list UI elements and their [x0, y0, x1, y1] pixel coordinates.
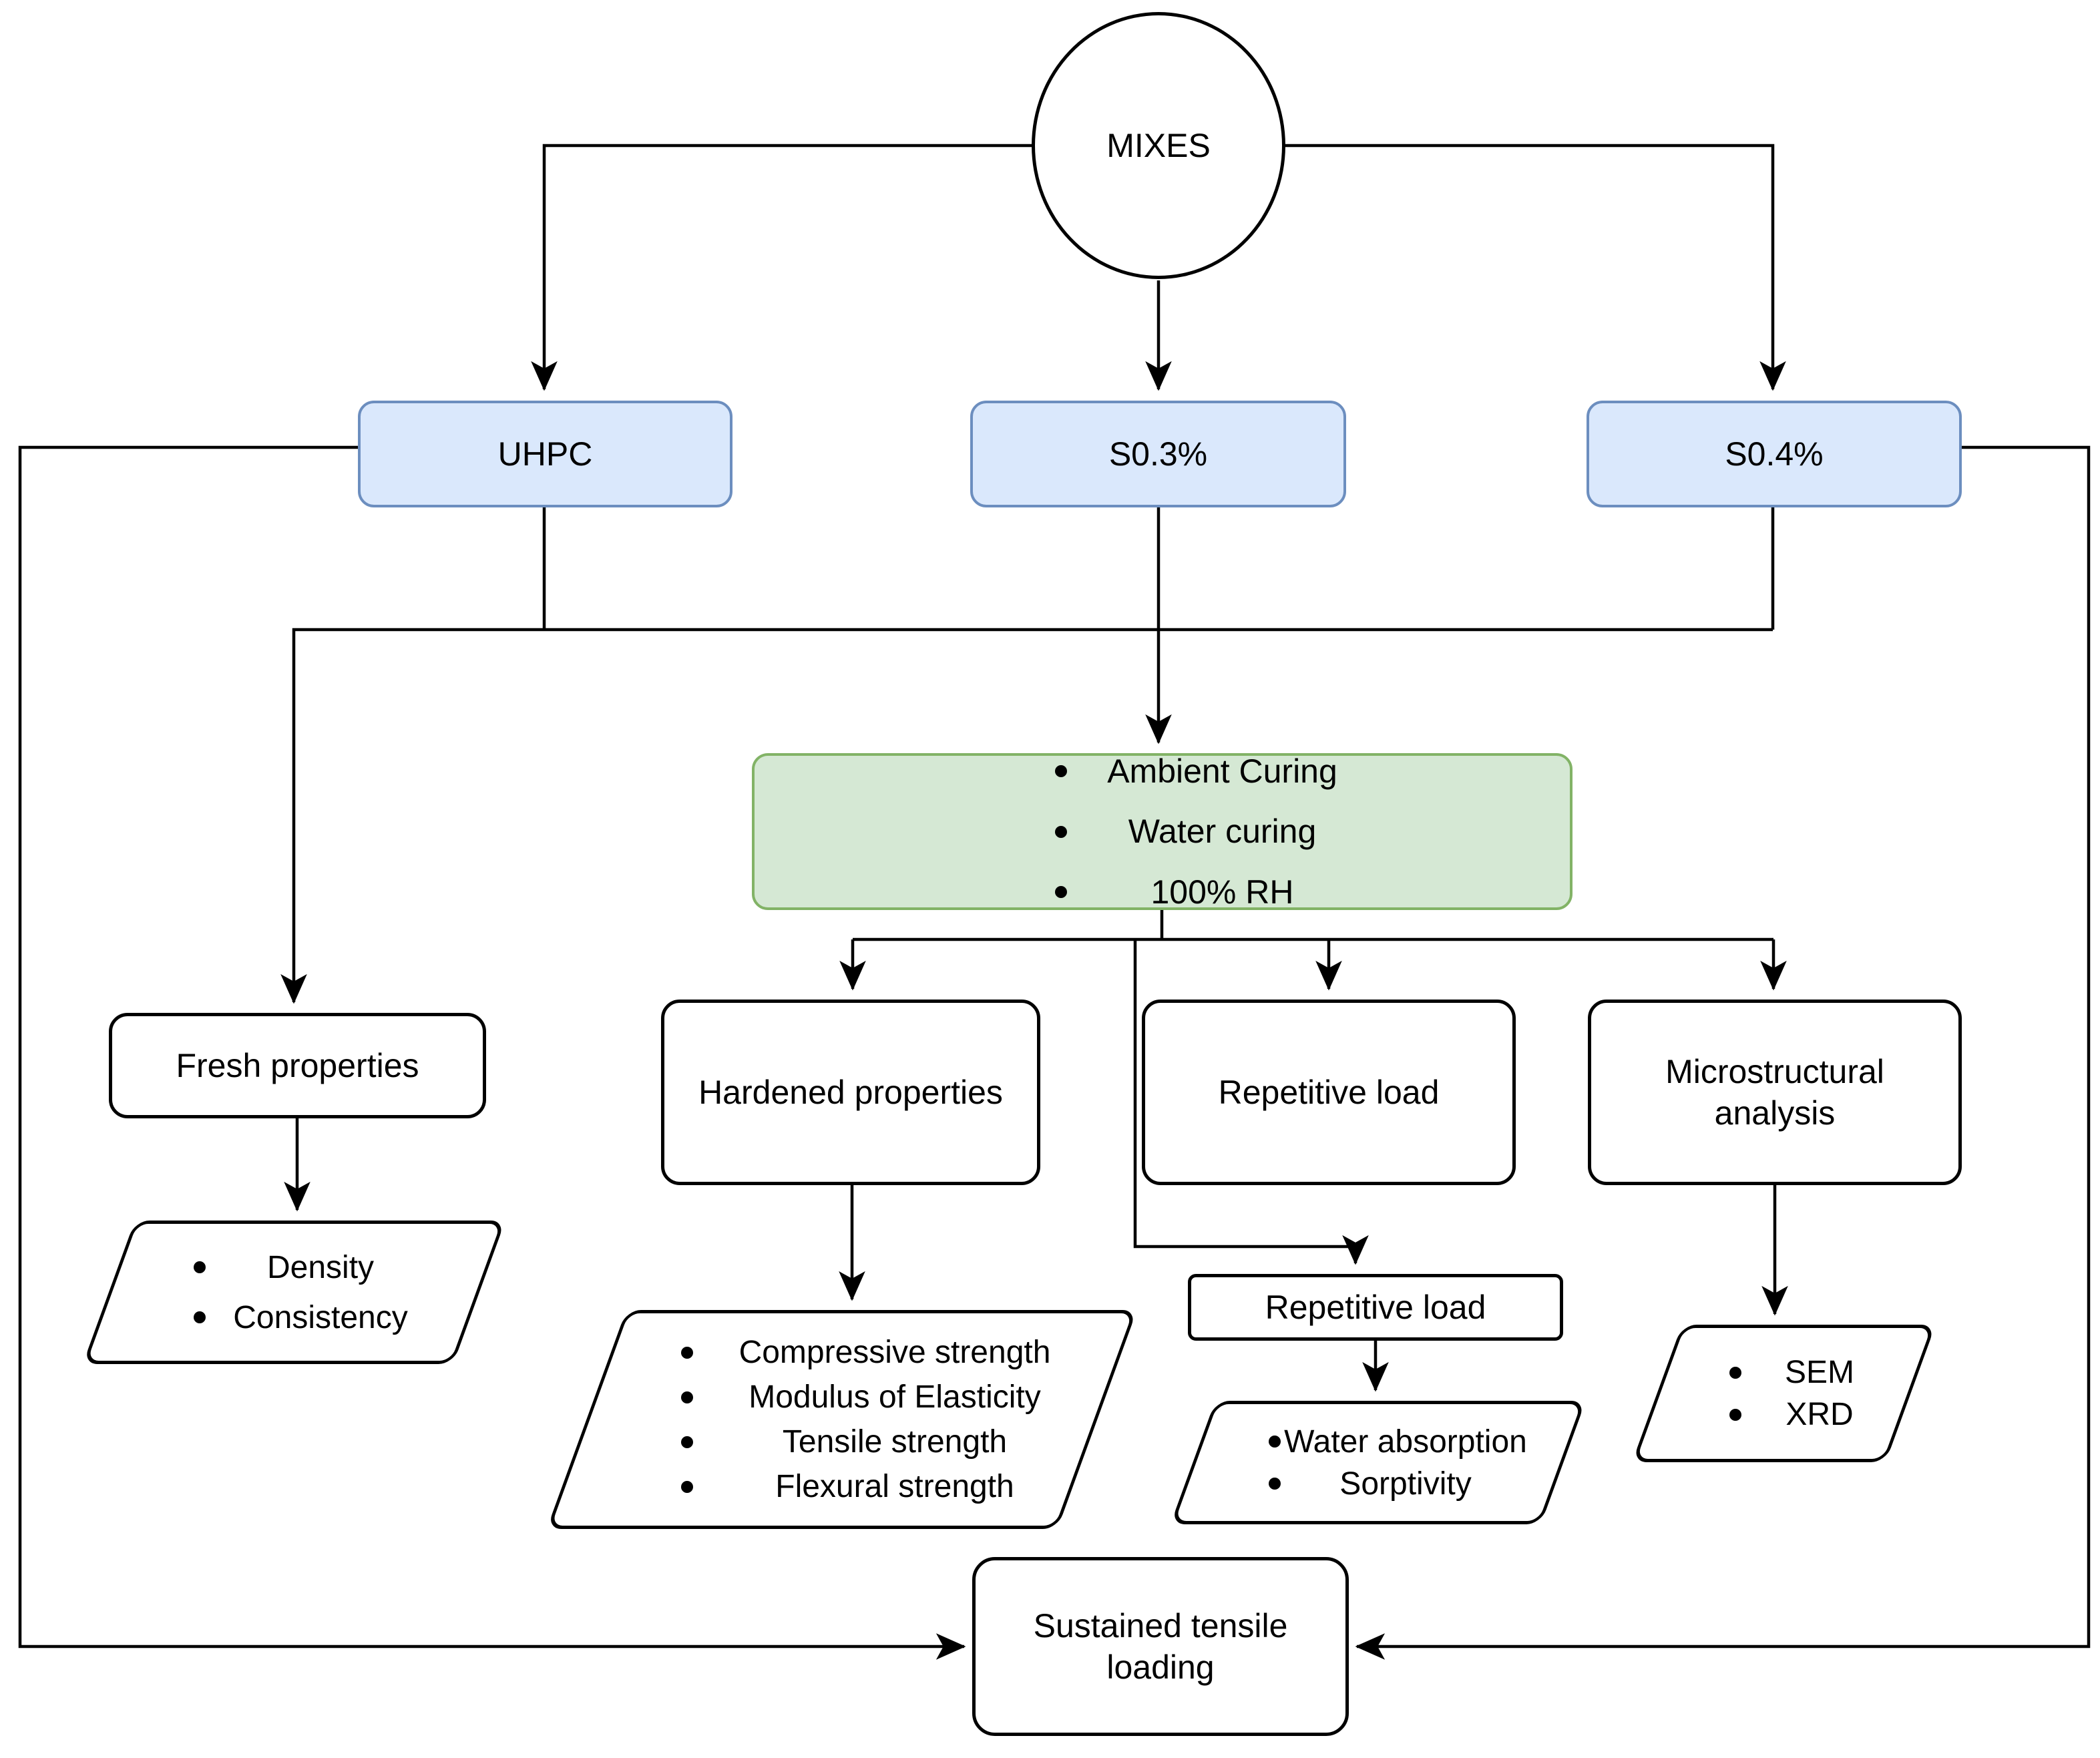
- hardened-output-label: Tensile strength: [782, 1424, 1008, 1460]
- bullet-icon: [1055, 765, 1067, 777]
- node-hardened-properties: Hardened properties: [661, 1000, 1040, 1185]
- list-item: Ambient Curing: [755, 741, 1570, 802]
- list-item: Water absorption: [1182, 1421, 1556, 1463]
- node-s03: S0.3%: [970, 401, 1346, 507]
- connector-junction-to-fresh: [280, 628, 1773, 1004]
- curing-item-label: 100% RH: [1150, 873, 1294, 911]
- node-repetitive-load-sub: Repetitive load: [1188, 1274, 1563, 1341]
- node-fresh-properties: Fresh properties: [109, 1013, 486, 1118]
- fresh-output-label: Density: [266, 1249, 375, 1285]
- fresh-output-label: Consistency: [233, 1299, 408, 1335]
- node-mixes: MIXES: [1032, 12, 1285, 279]
- connector-s04-right-loop-to-sustained: [1355, 445, 2091, 1660]
- node-curing: Ambient Curing Water curing 100% RH: [752, 752, 1572, 911]
- repetitive-output-label: Sorptivity: [1339, 1466, 1472, 1502]
- list-item: XRD: [1643, 1393, 1923, 1436]
- list-item: SEM: [1643, 1351, 1923, 1393]
- output-repetitive-list: Water absorption Sorptivity: [1182, 1401, 1556, 1524]
- curing-item-label: Ambient Curing: [1107, 752, 1337, 790]
- node-repetitive-load: Repetitive load: [1142, 1000, 1516, 1185]
- output-micro-list: SEM XRD: [1643, 1325, 1923, 1462]
- bullet-icon: [1055, 825, 1067, 838]
- repetitive-output-label: Water absorption: [1284, 1423, 1527, 1460]
- bullet-icon: [194, 1261, 206, 1273]
- hardened-output-label: Modulus of Elasticity: [749, 1379, 1041, 1415]
- output-fresh-list: Density Consistency: [100, 1221, 461, 1364]
- node-micro-label: Microstructural analysis: [1665, 1052, 1884, 1132]
- list-item: 100% RH: [755, 862, 1570, 923]
- node-sustained-label: Sustained tensile loading: [1033, 1606, 1288, 1687]
- bullet-icon: [681, 1436, 693, 1448]
- node-mixes-label: MIXES: [1106, 126, 1211, 164]
- list-item: Compressive strength: [581, 1330, 1115, 1375]
- micro-output-label: XRD: [1786, 1397, 1854, 1432]
- node-microstructural-analysis: Microstructural analysis: [1588, 1000, 1962, 1185]
- node-s04: S0.4%: [1587, 401, 1962, 507]
- node-repetitive-label: Repetitive load: [1218, 1073, 1440, 1111]
- bullet-icon: [1055, 886, 1067, 898]
- list-item: Modulus of Elasticity: [581, 1375, 1115, 1419]
- connector-to-repetitive-sub: [1133, 939, 1369, 1265]
- node-fresh-label: Fresh properties: [176, 1046, 419, 1084]
- curing-item-label: Water curing: [1128, 813, 1317, 851]
- list-item: Tensile strength: [581, 1419, 1115, 1464]
- node-repetitive-sub-label: Repetitive load: [1265, 1288, 1486, 1326]
- connector-mixes-to-s04: [1285, 144, 1786, 391]
- bullet-icon: [681, 1480, 693, 1493]
- list-item: Consistency: [100, 1293, 461, 1343]
- list-item: Flexural strength: [581, 1464, 1115, 1509]
- bullet-icon: [1269, 1436, 1281, 1448]
- node-sustained-tensile-loading: Sustained tensile loading: [972, 1557, 1349, 1736]
- node-uhpc: UHPC: [358, 401, 732, 507]
- bullet-icon: [681, 1391, 693, 1403]
- bullet-icon: [1729, 1366, 1741, 1379]
- micro-output-label: SEM: [1784, 1355, 1854, 1390]
- hardened-output-label: Compressive strength: [739, 1335, 1051, 1370]
- hardened-output-label: Flexural strength: [775, 1469, 1014, 1504]
- list-item: Density: [100, 1243, 461, 1293]
- output-hardened-list: Compressive strength Modulus of Elastici…: [581, 1310, 1115, 1529]
- node-s03-label: S0.3%: [1108, 435, 1208, 473]
- bullet-icon: [681, 1346, 693, 1359]
- node-hardened-label: Hardened properties: [698, 1073, 1003, 1111]
- node-s04-label: S0.4%: [1725, 435, 1824, 473]
- bullet-icon: [194, 1311, 206, 1323]
- node-uhpc-label: UHPC: [497, 435, 593, 473]
- list-item: Sorptivity: [1182, 1463, 1556, 1505]
- list-item: Water curing: [755, 801, 1570, 862]
- bullet-icon: [1729, 1408, 1741, 1421]
- curing-list: Ambient Curing Water curing 100% RH: [755, 752, 1570, 911]
- connector-mixes-to-uhpc: [531, 144, 1032, 391]
- connector-uhpc-left-loop-to-sustained: [18, 445, 966, 1660]
- bullet-icon: [1269, 1478, 1281, 1490]
